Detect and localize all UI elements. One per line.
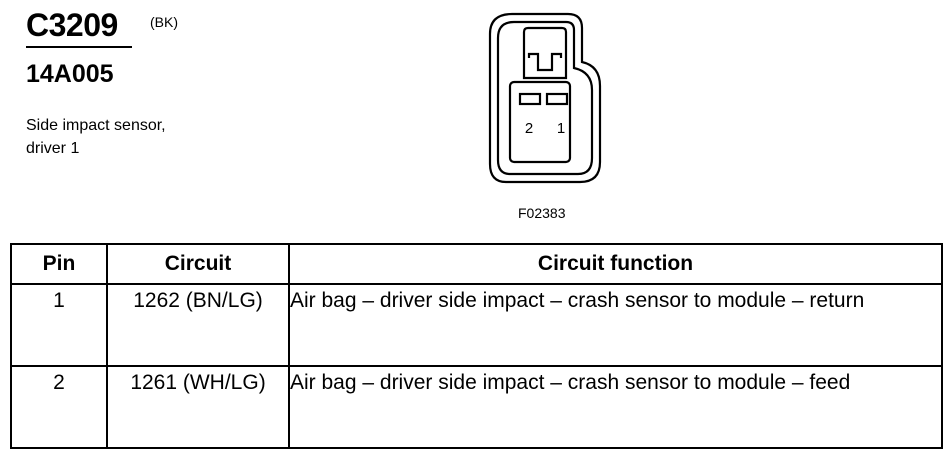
table-header-row: Pin Circuit Circuit function — [10, 243, 943, 285]
pin-2-window — [518, 92, 542, 106]
description-line-1: Side impact sensor, — [26, 117, 166, 134]
pin-label-1: 1 — [557, 120, 565, 137]
locking-tab — [522, 26, 568, 80]
connector-face-diagram: 2 1 — [488, 12, 602, 184]
part-number: 14A005 — [26, 60, 114, 88]
header-circuit: Circuit — [106, 243, 290, 285]
circuit-function: Air bag – driver side impact – crash sen… — [288, 283, 943, 367]
connector-inner-outline — [496, 20, 594, 176]
circuit-number: 1262 (BN/LG) — [106, 283, 290, 367]
figure-code: F02383 — [518, 205, 566, 221]
table-row: 1 1262 (BN/LG) Air bag – driver side imp… — [10, 283, 943, 367]
title-underline — [26, 46, 132, 48]
connector-color: (BK) — [150, 14, 178, 30]
pin-number: 2 — [10, 365, 108, 449]
circuit-function: Air bag – driver side impact – crash sen… — [288, 365, 943, 449]
pin-number: 1 — [10, 283, 108, 367]
description-line-2: driver 1 — [26, 140, 80, 157]
connector-description: Side impact sensor, driver 1 — [26, 114, 226, 160]
header-pin: Pin — [10, 243, 108, 285]
connector-outer-outline — [488, 12, 602, 184]
pin-circuit-table: Pin Circuit Circuit function 1 1262 (BN/… — [10, 243, 943, 449]
connector-id: C3209 — [26, 7, 118, 43]
pin-label-2: 2 — [525, 120, 533, 137]
table-row: 2 1261 (WH/LG) Air bag – driver side imp… — [10, 365, 943, 449]
pin-1-window — [545, 92, 569, 106]
circuit-number: 1261 (WH/LG) — [106, 365, 290, 449]
header-circuit-function: Circuit function — [288, 243, 943, 285]
terminal-cavity-block — [508, 80, 572, 164]
